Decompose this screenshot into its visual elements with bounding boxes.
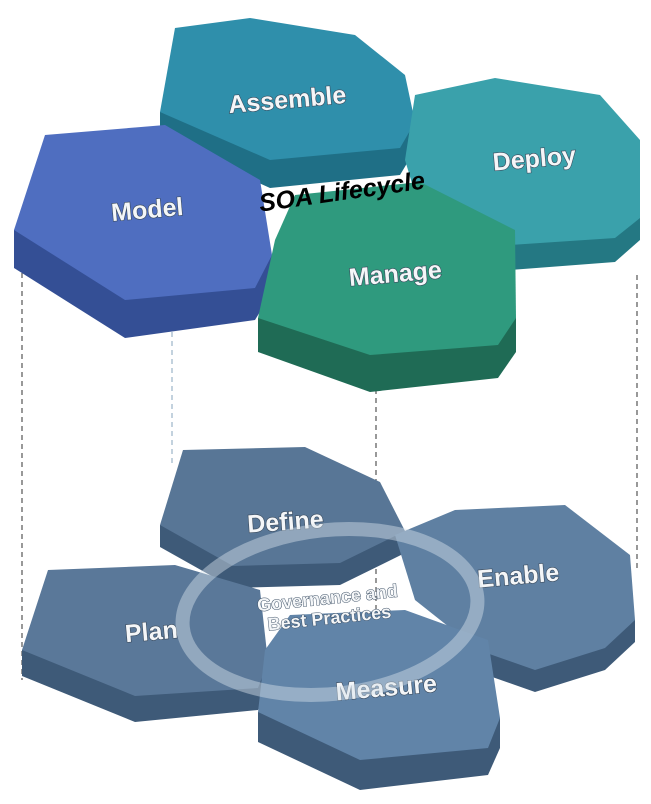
hex-model-top xyxy=(14,125,272,300)
hex-model-label: Model xyxy=(110,193,184,227)
lifecycle-layer: Assemble Deploy Model Manage SOA Lifecyc… xyxy=(14,18,640,392)
hex-measure[interactable]: Measure xyxy=(258,610,500,790)
hex-model[interactable]: Model xyxy=(14,125,272,338)
hex-define-label: Define xyxy=(246,505,324,538)
hex-measure-top xyxy=(258,610,500,760)
hex-enable-label: Enable xyxy=(476,559,560,594)
hex-plan-top xyxy=(22,565,268,696)
hex-plan-label: Plan xyxy=(124,616,179,648)
hex-assemble-top xyxy=(160,18,415,160)
governance-layer: Define Enable Plan Measure Governance an… xyxy=(22,447,635,790)
cycle-ring xyxy=(175,521,485,703)
hex-deploy-top xyxy=(405,78,640,245)
hex-assemble[interactable]: Assemble xyxy=(160,18,415,188)
hex-deploy-label: Deploy xyxy=(492,141,578,176)
hex-manage-top xyxy=(258,182,516,355)
hex-define[interactable]: Define xyxy=(160,447,405,588)
hex-manage[interactable]: Manage xyxy=(258,182,516,392)
hex-plan[interactable]: Plan xyxy=(22,565,268,722)
hex-define-top xyxy=(160,447,405,566)
